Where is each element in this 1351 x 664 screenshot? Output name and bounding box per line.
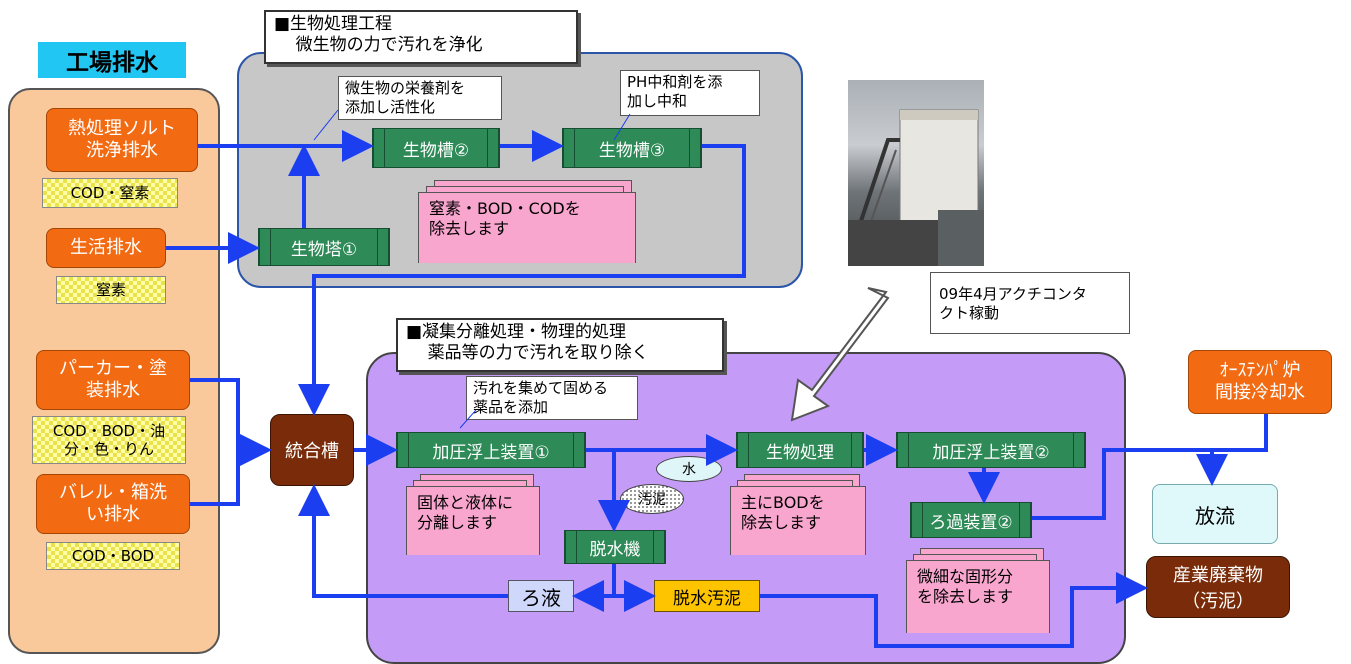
photo-caption: 09年4月アクチコンタ クト稼動	[930, 272, 1130, 334]
sludge-label: 汚泥	[620, 484, 684, 514]
dewatered-sludge-box: 脱水汚泥	[654, 580, 760, 612]
dewatering-machine: 脱水機	[564, 530, 666, 564]
factory-wastewater-label: 工場排水	[38, 42, 186, 78]
barrel-box-wastewater-box: バレル・箱洗 い排水	[36, 474, 190, 534]
heat-salt-pollutant-tag: COD・窒素	[42, 178, 178, 208]
separation-document: 固体と液体に 分離します	[406, 474, 540, 555]
pressure-flotation-2: 加圧浮上装置②	[896, 432, 1086, 468]
heat-salt-wastewater-box: 熱処理ソルト 洗浄排水	[46, 108, 198, 172]
water-label: 水	[656, 456, 722, 482]
facility-photo	[848, 80, 984, 266]
bio-removal-text: 窒素・BOD・CODを 除去します	[418, 192, 636, 263]
industrial-waste-box: 産業廃棄物 （汚泥）	[1146, 556, 1290, 618]
austemper-cooling-water-box: ｵｰｽﾃﾝﾊﾟ炉 間接冷却水	[1188, 350, 1332, 414]
filtration-device-2: ろ過装置②	[910, 502, 1032, 538]
bio-tank-3: 生物槽③	[562, 128, 702, 168]
parker-paint-wastewater-box: パーカー・塗 装排水	[36, 350, 190, 410]
fine-solid-removal-document: 微細な固形分 を除去します	[906, 548, 1050, 633]
bio-tank-2: 生物槽②	[372, 128, 500, 168]
ph-neutralizer-note: PH中和剤を添 加し中和	[620, 70, 760, 116]
biological-process: 生物処理	[736, 432, 864, 468]
integration-tank: 統合槽	[270, 414, 354, 486]
bod-removal-text: 主にBODを 除去します	[730, 486, 866, 555]
chemical-note: 汚れを集めて固める 薬品を添加	[466, 376, 638, 420]
biological-section-title: ■生物処理工程 微生物の力で汚れを浄化	[264, 10, 578, 64]
parker-pollutant-tag: COD・BOD・油 分・色・りん	[32, 416, 186, 464]
separation-text: 固体と液体に 分離します	[406, 486, 540, 555]
bio-removal-document: 窒素・BOD・CODを 除去します	[418, 180, 636, 263]
domestic-pollutant-tag: 窒素	[56, 276, 166, 304]
pressure-flotation-1: 加圧浮上装置①	[396, 432, 586, 468]
nutrient-note: 微生物の栄養剤を 添加し活性化	[338, 76, 502, 120]
barrel-pollutant-tag: COD・BOD	[46, 542, 180, 570]
bio-tower-1: 生物塔①	[258, 228, 390, 266]
fine-solid-removal-text: 微細な固形分 を除去します	[906, 560, 1050, 633]
discharge-box: 放流	[1152, 484, 1278, 544]
bod-removal-document: 主にBODを 除去します	[730, 474, 866, 555]
filtrate-box: ろ液	[508, 580, 574, 612]
domestic-wastewater-box: 生活排水	[46, 228, 166, 268]
coagulation-section-title: ■凝集分離処理・物理的処理 薬品等の力で汚れを取り除く	[396, 318, 724, 372]
